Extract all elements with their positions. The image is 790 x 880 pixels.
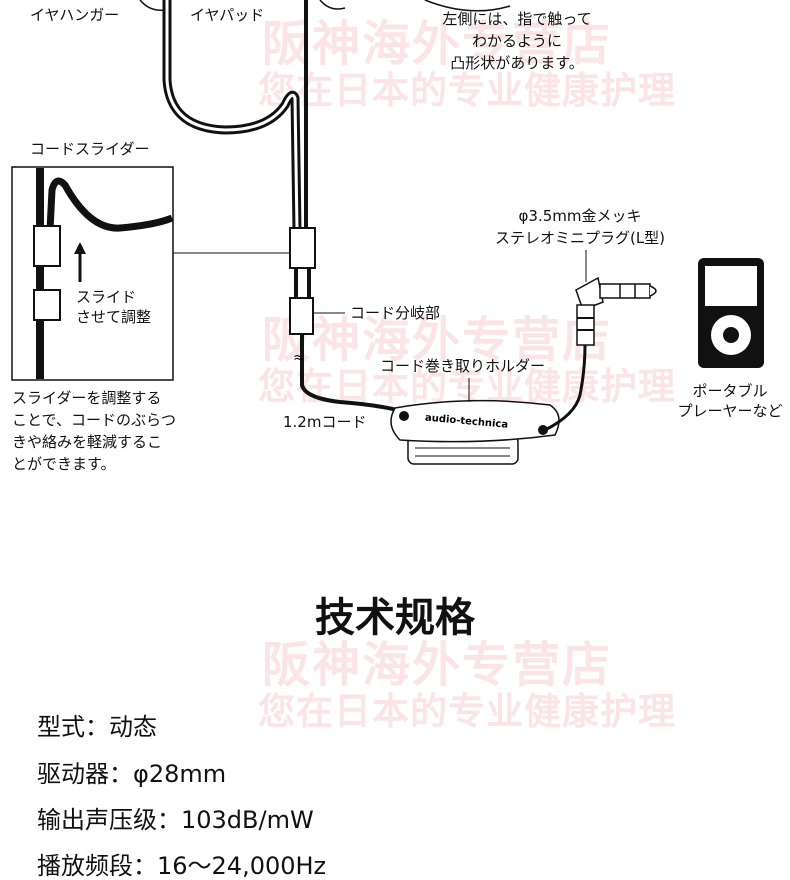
ear-hanger-label: イヤハンガー [30,6,120,24]
watermark: 您在日本的专业健康护理 [258,690,676,733]
spec-item: 播放频段：16～24,000Hz [37,852,327,880]
player-label-line: プレーヤーなど [677,402,783,420]
portable-player-icon [698,258,764,368]
slider-note-line: ことで、コードのぶらつ [12,411,176,429]
cord-slider [289,227,316,269]
plug-label-line: φ3.5mm金メッキ [518,207,642,225]
slide-adjust-line: させて調整 [76,308,152,326]
slide-adjust-line: スライド [76,288,137,306]
ear-pad-label: イヤパッド [190,6,265,24]
spec-item: 驱动器：φ28mm [37,760,227,788]
cord-branch [289,297,314,335]
slider-note-line: きや絡みを軽減するこ [12,433,163,451]
cord-slider-label: コードスライダー [30,140,150,158]
slider-note-line: スライダーを調整する [12,389,162,407]
spec-item: 型式：动态 [37,713,157,741]
watermark: 阪神海外专营店 [262,312,613,368]
watermark: 阪神海外专营店 [262,637,613,693]
left-note-line: 凸形状があります。 [450,54,584,72]
plug-label-line: ステレオミニプラグ(L型) [494,229,666,247]
slider-note-line: とができます。 [12,455,116,473]
svg-text:≈: ≈ [293,350,305,366]
mini-plug [575,250,657,346]
spec-item: 输出声压级：103dB/mW [37,806,314,834]
watermark: 您在日本的专业健康护理 [258,69,676,112]
cord-slider-inset [11,166,290,381]
player-label-line: ポータブル [692,382,768,400]
left-note-line: 左側には、指で触って [442,10,592,28]
cord-holder-label: コード巻き取りホルダー [380,357,546,375]
watermark: 阪神海外专营店 [262,16,613,72]
cord-holder [390,399,560,443]
cord-length-label: 1.2mコード [283,413,367,431]
left-note-line: わかるように [471,32,562,50]
earphone-diagram: ≈ audio-technica [11,0,764,465]
cord-branch-label: コード分岐部 [350,304,441,322]
spec-title: 技术规格 [315,595,475,641]
